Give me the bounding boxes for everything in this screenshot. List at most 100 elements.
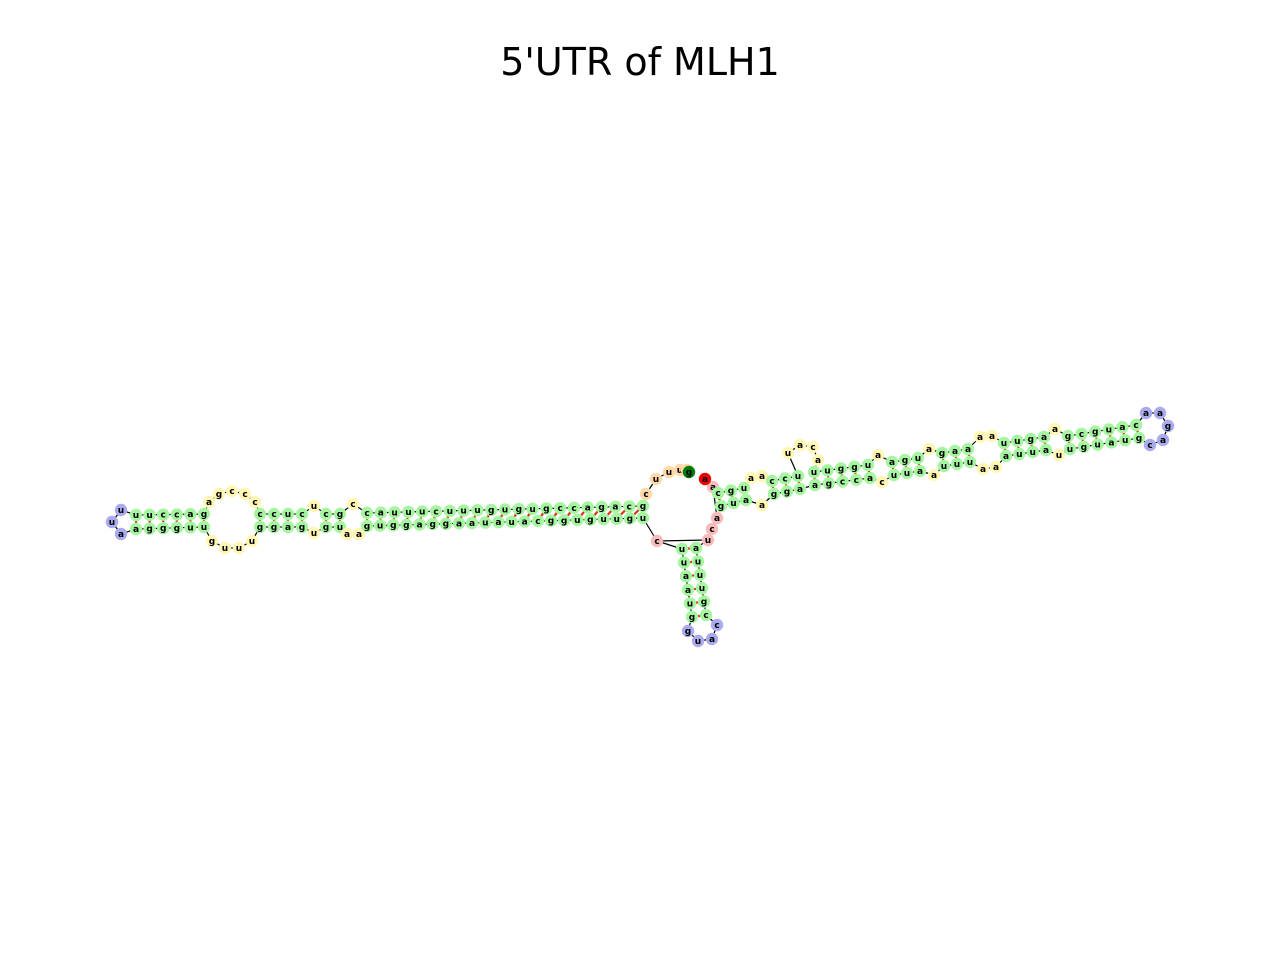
nucleotide-letter: u: [460, 507, 466, 517]
nucleotide-hairpin: a: [1153, 406, 1167, 420]
nucleotide-stem: u: [197, 520, 211, 534]
nucleotide-letter: g: [598, 503, 604, 513]
nucleotide-letter: c: [810, 443, 815, 453]
nucleotide-letter: a: [1043, 446, 1049, 456]
nucleotide-stem: c: [157, 508, 170, 521]
nucleotide-stem: u: [821, 464, 834, 477]
nucleotide-stem: g: [1077, 440, 1091, 453]
nucleotide-letter: u: [419, 508, 425, 518]
nucleotide-stem: a: [492, 516, 505, 529]
nucleotide-letter: u: [824, 466, 830, 476]
nucleotide-letter: u: [377, 522, 383, 532]
nucleotide-letter: g: [640, 502, 646, 512]
nucleotide-letter: u: [249, 537, 255, 547]
nucleotide-stem: g: [333, 507, 347, 521]
nucleotide-letter: g: [701, 598, 707, 608]
nucleotide-letter: u: [1029, 448, 1035, 458]
nucleotide-letter: g: [1136, 434, 1142, 444]
nucleotide-stem: u: [597, 512, 610, 526]
nucleotide-letter: g: [160, 524, 166, 534]
nucleotide-stem: u: [610, 512, 623, 525]
nucleotide-letter: g: [838, 465, 844, 475]
nucleotide-stem: u: [807, 465, 821, 479]
nucleotide-letter: a: [797, 485, 803, 495]
nucleotide-stem: g: [685, 610, 699, 624]
nucleotide-letter: a: [1041, 433, 1047, 443]
nucleotide-letter: g: [728, 487, 734, 497]
nucleotide-interior-loop: a: [927, 468, 941, 482]
nucleotide-letter: a: [867, 474, 873, 484]
nucleotide-letter: u: [337, 523, 343, 533]
nucleotide-bulge: u: [307, 526, 321, 540]
nucleotide-letter: a: [812, 481, 818, 491]
nucleotide-stem: u: [911, 451, 925, 465]
nucleotide-letter: g: [548, 517, 554, 527]
nucleotide-letter: c: [364, 509, 369, 519]
nucleotide-letter: u: [697, 571, 703, 581]
nucleotide-letter: a: [187, 510, 193, 520]
nucleotide-external: u: [649, 472, 663, 486]
nucleotide-stem: c: [295, 507, 309, 521]
nucleotide-letter: a: [1157, 409, 1163, 419]
nucleotide-letter: u: [201, 523, 207, 533]
nucleotide-stem: g: [714, 499, 728, 513]
nucleotide-letter: a: [133, 525, 139, 535]
nucleotide-stem: a: [948, 444, 962, 458]
nucleotide-letter: u: [741, 484, 747, 494]
nucleotide-letter: g: [209, 537, 215, 547]
nucleotide-letter: u: [1094, 441, 1100, 451]
nucleotide-letter: c: [879, 478, 884, 488]
nucleotide-letter: g: [686, 468, 692, 478]
nucleotide-letter: c: [161, 511, 166, 521]
nucleotide-three-prime-end: a: [698, 472, 712, 486]
nucleotide-stem: a: [518, 515, 531, 528]
nucleotide-letter: g: [851, 463, 857, 473]
nucleotide-letter: g: [543, 504, 549, 514]
nucleotide-hairpin: u: [105, 515, 119, 529]
nucleotide-letter: a: [522, 517, 528, 527]
nucleotide-stem: g: [1061, 429, 1075, 443]
nucleotide-hairpin: a: [1156, 433, 1170, 447]
nucleotide-letter: a: [285, 523, 291, 533]
nucleotide-stem: u: [1026, 445, 1039, 459]
nucleotide-stem: u: [691, 555, 705, 568]
figure-title: 5'UTR of MLH1: [500, 40, 780, 84]
nucleotide-stem: c: [778, 472, 792, 485]
nucleotide-letter: u: [915, 454, 921, 464]
nucleotide-stem: g: [143, 522, 156, 535]
nucleotide-stem: a: [793, 482, 807, 496]
nucleotide-letter: u: [865, 461, 871, 471]
nucleotide-letter: g: [257, 523, 263, 533]
nucleotide-letter: u: [687, 599, 693, 609]
nucleotide-letter: u: [1001, 439, 1007, 449]
nucleotide-letter: u: [954, 460, 960, 470]
nucleotide-letter: u: [705, 536, 711, 546]
nucleotide-stem: a: [452, 517, 466, 530]
nucleotide-letter: a: [118, 530, 124, 540]
nucleotide-letter: u: [311, 502, 317, 512]
nucleotide-interior-loop: c: [875, 475, 889, 489]
nucleotide-stem: g: [1132, 431, 1146, 445]
nucleotide-letter: a: [797, 441, 803, 451]
nucleotide-letter: a: [1108, 438, 1114, 448]
nucleotide-interior-loop: c: [346, 497, 360, 511]
nucleotide-stem: g: [170, 521, 183, 534]
nucleotide-letter: a: [1143, 409, 1149, 419]
nucleotide-stem: u: [1011, 434, 1024, 448]
nucleotide-letter: c: [252, 498, 257, 508]
nucleotide-stem: u: [695, 582, 709, 595]
nucleotide-stem: c: [531, 514, 545, 528]
nucleotide-stem: u: [636, 511, 650, 525]
nucleotide-stem: g: [540, 502, 553, 515]
nucleotide-stem: g: [848, 460, 861, 473]
nucleotide-stem: u: [443, 504, 456, 518]
nucleotide-stem: u: [900, 466, 914, 480]
nucleotide-letter: g: [939, 449, 945, 459]
nucleotide-letter: a: [889, 458, 895, 468]
nucleotide-letter: g: [771, 490, 777, 500]
nucleotide-letter: a: [759, 501, 765, 511]
nucleotide-letter: g: [685, 627, 691, 637]
nucleotide-letter: a: [206, 498, 212, 508]
nucleotide-interior-loop: g: [212, 487, 226, 501]
nucleotide-letter: u: [502, 506, 508, 516]
